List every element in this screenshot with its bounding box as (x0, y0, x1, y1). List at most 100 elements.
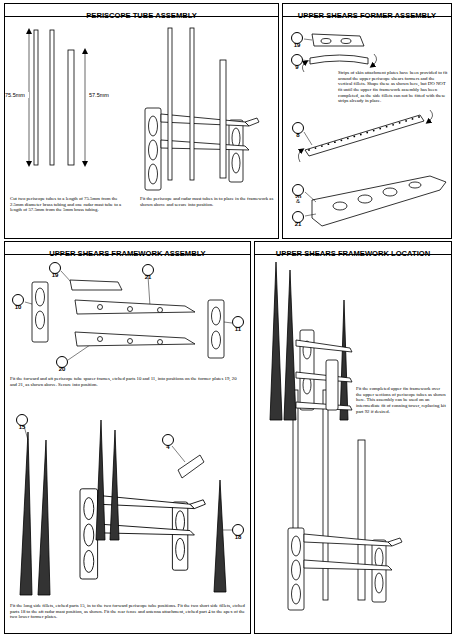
former-parts (383, 188, 397, 196)
framework-parts (32, 282, 48, 342)
framework-location (326, 360, 338, 410)
framework-with-tubes (145, 108, 259, 190)
leader-lines (24, 39, 316, 530)
strip-holes (353, 136, 355, 138)
former-parts (358, 195, 372, 203)
callout-number: 19 (291, 32, 303, 44)
callout-number: 10 (12, 294, 24, 306)
framework-parts (75, 300, 195, 314)
strip-holes (392, 124, 394, 126)
instruction-note: Fit the forward and aft periscope tube s… (10, 376, 244, 387)
strip-holes (366, 132, 368, 134)
callout-number-text: 4 (166, 444, 169, 450)
framework-location (270, 262, 402, 610)
panel-title-band: UPPER SHEARS FRAMEWORK ASSEMBLY (5, 242, 250, 255)
former-parts (310, 55, 368, 64)
callout-number: 15 (16, 414, 28, 426)
periscope-tubes (68, 50, 74, 165)
instruction-note: Fit the long side fillets, etched parts … (10, 603, 246, 620)
panel-title: UPPER SHEARS FORMER ASSEMBLY (298, 11, 436, 20)
former-parts (305, 34, 446, 226)
framework-location (296, 340, 352, 352)
periscope-tubes (34, 30, 38, 165)
shape-arrows (298, 150, 302, 162)
strip-holes (418, 116, 420, 118)
framework-with-tubes (168, 28, 172, 180)
framework-parts (98, 337, 103, 342)
shape-arrows (372, 54, 377, 66)
framework-parts (70, 280, 122, 290)
framework-location (270, 262, 282, 420)
periscope-tubes (50, 30, 54, 165)
framework-location (288, 528, 402, 610)
panel-title-band: UPPER SHEARS FRAMEWORK LOCATION (255, 242, 451, 255)
leader-lines (25, 302, 32, 304)
shape-arrows (428, 110, 433, 122)
framework-parts (208, 300, 224, 358)
framework-parts (128, 307, 133, 312)
framework-with-tubes (168, 28, 226, 180)
dimension-arrows (85, 51, 86, 164)
shape-arrows (302, 62, 306, 72)
fillets-and-framework (110, 430, 119, 540)
leader-lines (148, 276, 150, 306)
instruction-note: Fit the periscope and radar mast tubes i… (140, 196, 274, 207)
callout-number-text: 18 (235, 534, 242, 540)
strip-holes (321, 145, 323, 147)
strip-holes (308, 149, 310, 151)
former-parts (333, 202, 347, 210)
instruction-note: Cut two periscope tubes to a length of 7… (10, 196, 132, 213)
framework-with-tubes (145, 28, 259, 190)
instruction-note: Fit the completed upper fin framework ov… (356, 386, 446, 414)
framework-location (284, 270, 296, 420)
strip-holes (334, 141, 336, 143)
callout-number: 18 (232, 524, 244, 536)
framework-parts (98, 305, 103, 310)
callout-number: 20 (56, 356, 68, 368)
dimension-label: 57.5mm (89, 92, 115, 98)
framework-parts (36, 311, 45, 329)
strip-holes (315, 147, 317, 149)
callout-number: 8 (292, 122, 304, 134)
strip-holes (373, 130, 375, 132)
callout-number: 20 (292, 184, 304, 196)
callout-number-text: 8 (296, 132, 299, 138)
framework-parts (212, 307, 221, 325)
leader-lines (305, 192, 316, 202)
framework-location (340, 300, 348, 420)
leader-lines (302, 60, 310, 61)
callout-number-text: 19 (52, 272, 59, 278)
callout-number-text: 21 (295, 221, 302, 227)
callout-number-text: 20 (59, 366, 66, 372)
callout-number: 21 (142, 264, 154, 276)
fillets-and-framework (20, 432, 32, 595)
panel-title: UPPER SHEARS FRAMEWORK ASSEMBLY (49, 249, 205, 258)
panel-title: UPPER SHEARS FRAMEWORK LOCATION (276, 249, 430, 258)
leader-lines (223, 530, 232, 531)
fillets-and-framework (178, 455, 204, 478)
framework-with-tubes (190, 28, 194, 180)
fillets-and-framework (96, 420, 105, 540)
callout-number: 9 (291, 54, 303, 66)
framework-location (296, 372, 352, 382)
callout-number: 4 (162, 434, 174, 446)
strip-holes (328, 143, 330, 145)
framework-with-tubes (220, 60, 226, 178)
leader-lines (172, 446, 185, 462)
fillets-and-framework (20, 420, 226, 595)
instruction-panel: UPPER SHEARS FRAMEWORK LOCATION (254, 241, 452, 634)
framework-parts (158, 340, 163, 345)
instruction-panel: UPPER SHEARS FRAMEWORK ASSEMBLY192110112… (4, 241, 251, 634)
fillets-and-framework (38, 440, 50, 595)
former-parts (409, 182, 421, 188)
framework-location (358, 440, 365, 600)
callout-number: 21 (292, 211, 304, 223)
strip-holes (360, 134, 362, 136)
framework-parts (75, 332, 195, 346)
former-parts (312, 34, 364, 46)
ampersand: & (293, 198, 303, 205)
former-parts (305, 115, 424, 156)
former-parts (312, 176, 446, 226)
strip-holes (412, 118, 414, 120)
periscope-tubes (34, 30, 74, 165)
